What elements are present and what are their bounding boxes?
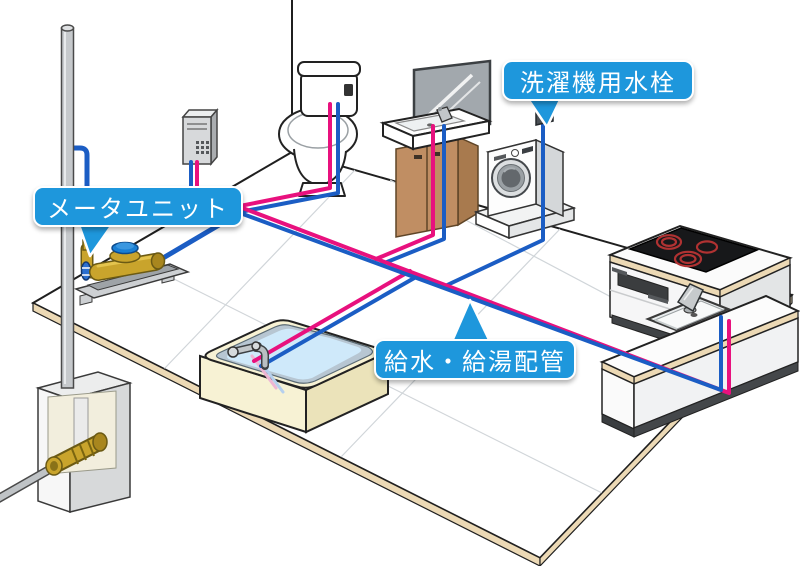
callout-meter-unit-text: メータユニット	[47, 196, 229, 223]
toilet-pipes	[238, 102, 340, 214]
vanity-faucet	[436, 106, 453, 123]
vanity-pipes	[374, 124, 446, 266]
floor-edge-front-left	[32, 302, 541, 566]
water-heater	[181, 107, 219, 167]
callout-washing-machine-faucet-text: 洗濯機用水栓	[520, 70, 676, 97]
bathtub-faucet	[227, 341, 270, 370]
service-valve	[45, 432, 108, 476]
cooktop	[627, 227, 760, 273]
kitchen-island	[599, 283, 800, 438]
vanity-door-handle	[414, 155, 422, 159]
washing-machine	[473, 138, 577, 240]
washer-door	[491, 158, 531, 198]
service-valve-box	[0, 371, 133, 514]
vanity-door-handle	[432, 152, 440, 156]
heater-vent-grid	[196, 141, 209, 154]
meter-inlet-drop	[63, 145, 90, 255]
callout-tails	[76, 94, 564, 348]
callout-meter-unit: メータユニット	[33, 186, 243, 227]
callout-supply-hot-water-piping-text: 給水・給湯配管	[384, 349, 566, 376]
callout-supply-hot-water-piping: 給水・給湯配管	[374, 339, 576, 380]
bathtub	[199, 319, 389, 434]
bathtub-pipes	[227, 269, 418, 370]
callout-washing-machine-faucet: 洗濯機用水栓	[502, 60, 694, 101]
kitchen-faucet	[676, 283, 705, 314]
water-meter-unit	[73, 239, 191, 306]
flush-button	[344, 84, 353, 96]
